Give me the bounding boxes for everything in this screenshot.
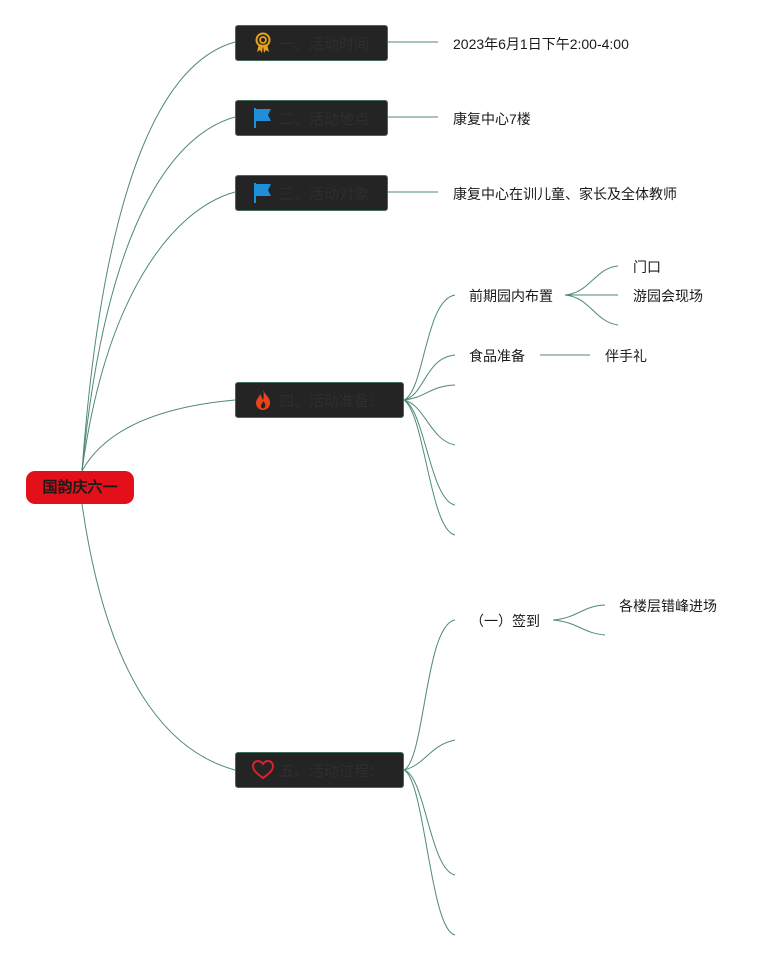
branch-activity-process[interactable]: 五、活动过程： — [235, 752, 404, 788]
branch-label: 五、活动过程： — [279, 762, 385, 780]
branch-label: 二、活动地点 — [279, 110, 370, 128]
heart-icon — [252, 759, 274, 781]
link-prep-5 — [403, 399, 456, 506]
branch-activity-preparation[interactable]: 四、活动准备： — [235, 382, 404, 418]
link-prep-layout — [403, 294, 456, 401]
link-prep-3 — [403, 384, 456, 401]
link-root-branch-4 — [81, 399, 236, 472]
food-gift[interactable]: 伴手礼 — [605, 348, 647, 364]
link-proc-3 — [403, 769, 456, 876]
fire-icon — [252, 389, 274, 411]
flag-icon — [252, 107, 274, 129]
branch-activity-time[interactable]: 一、活动时间 — [235, 25, 388, 61]
link-prep-6 — [403, 399, 456, 536]
branch-label: 四、活动准备： — [279, 392, 385, 410]
link-signin-entry — [552, 604, 606, 621]
process-signin[interactable]: （一）签到 — [470, 613, 540, 629]
branch-label: 一、活动时间 — [279, 35, 370, 53]
link-root-branch-5 — [81, 503, 236, 771]
prep-layout[interactable]: 前期园内布置 — [469, 288, 553, 304]
link-proc-4 — [403, 769, 456, 936]
link-prep-4 — [403, 399, 456, 446]
link-proc-signin — [403, 619, 456, 771]
link-root-branch-1 — [81, 41, 236, 472]
link-root-branch-2 — [81, 116, 236, 472]
link-prep-food — [403, 354, 456, 401]
award-medal-icon — [252, 32, 274, 54]
signin-entry[interactable]: 各楼层错峰进场 — [619, 598, 717, 614]
link-layout-door — [564, 265, 619, 296]
detail-audience[interactable]: 康复中心在训儿童、家长及全体教师 — [453, 186, 677, 202]
layout-door[interactable]: 门口 — [633, 259, 661, 275]
branch-activity-audience[interactable]: 三、活动对象 — [235, 175, 388, 211]
detail-time[interactable]: 2023年6月1日下午2:00-4:00 — [453, 36, 629, 52]
link-proc-2 — [403, 739, 456, 771]
link-layout-3 — [564, 294, 619, 326]
branch-label: 三、活动对象 — [279, 185, 370, 203]
link-signin-2 — [552, 619, 606, 636]
prep-food[interactable]: 食品准备 — [469, 348, 525, 364]
detail-place[interactable]: 康复中心7楼 — [453, 111, 531, 127]
branch-activity-place[interactable]: 二、活动地点 — [235, 100, 388, 136]
layout-fair[interactable]: 游园会现场 — [633, 288, 703, 304]
link-root-branch-3 — [81, 191, 236, 472]
flag-icon — [252, 182, 274, 204]
root-topic[interactable]: 国韵庆六一 — [26, 471, 134, 504]
